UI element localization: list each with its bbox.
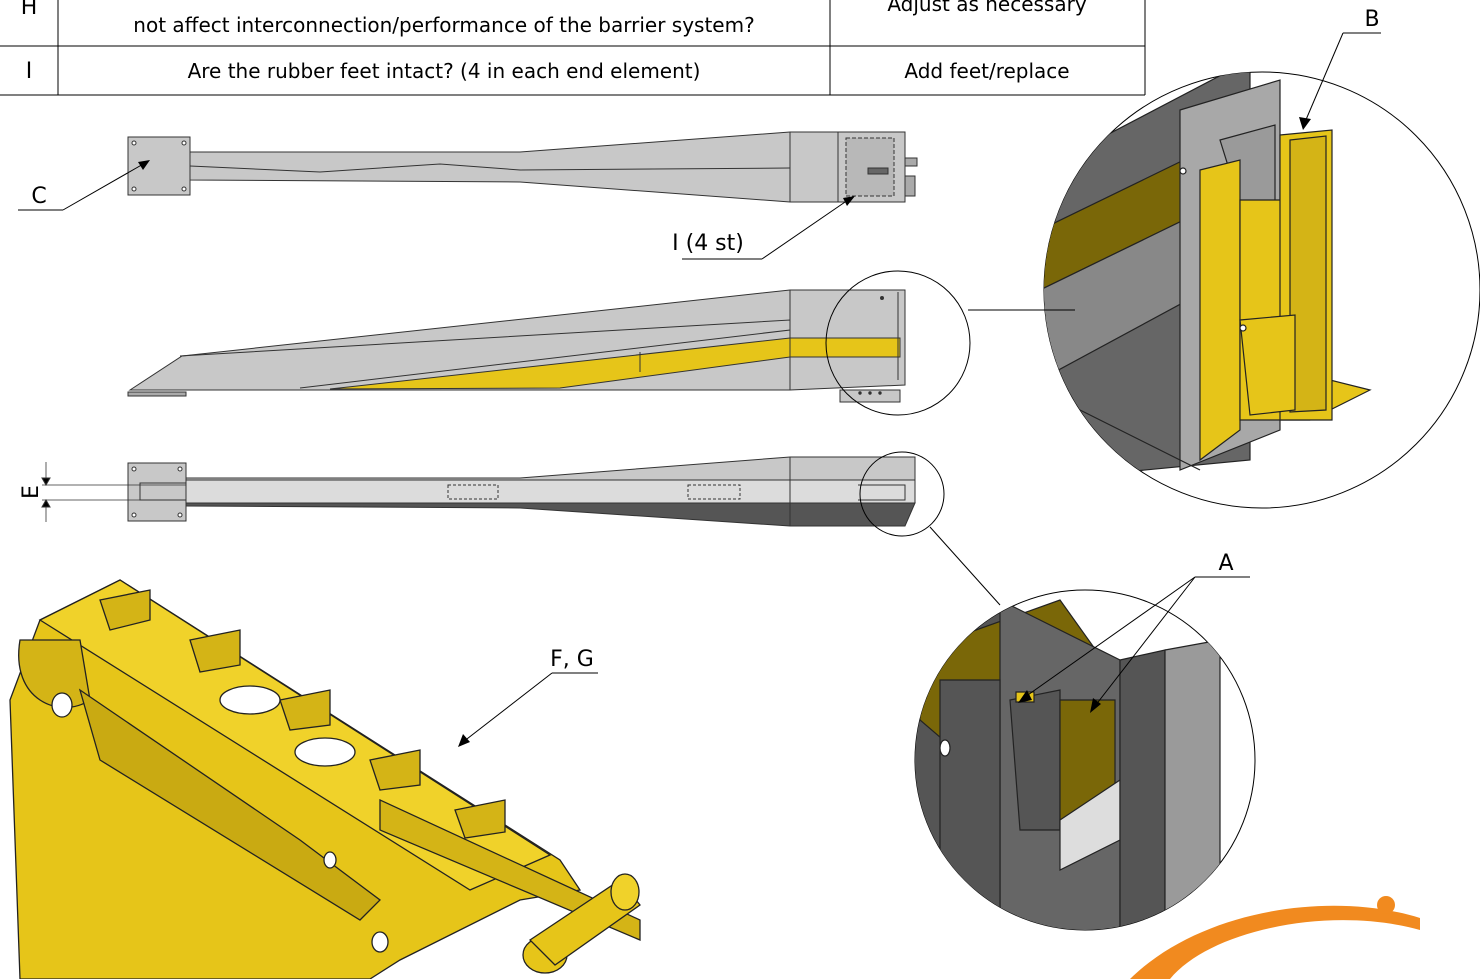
detail-b-reference: [825, 270, 1075, 416]
row-action-h: Adjust as necessary: [887, 0, 1087, 16]
callout-a: A: [1218, 551, 1233, 576]
top-view-element: [127, 131, 918, 203]
row-id-i: I: [26, 59, 33, 84]
inspection-table: [0, 0, 1146, 96]
callout-b: B: [1364, 7, 1379, 32]
table-row: I Are the rubber feet intact? (4 in each…: [26, 59, 1070, 84]
callout-c: C: [31, 184, 46, 209]
detail-view-a: [914, 576, 1256, 931]
callout-i: I (4 st): [672, 231, 744, 256]
callout-i-leader: [682, 199, 849, 260]
row-id-h: H: [21, 0, 38, 20]
bottom-view-element: [41, 456, 916, 527]
isometric-connector-part: [9, 579, 641, 979]
callout-fg-leader: [462, 672, 598, 743]
row-question-i: Are the rubber feet intact? (4 in each e…: [188, 59, 701, 83]
callout-e: E: [19, 485, 44, 499]
detail-view-b: [1043, 32, 1480, 509]
callout-fg: F, G: [550, 647, 594, 672]
callout-c-leader: [18, 162, 146, 211]
detail-a-reference: [859, 451, 1001, 606]
table-row: H not affect interconnection/performance…: [21, 0, 1087, 37]
row-question-h: not affect interconnection/performance o…: [133, 13, 754, 37]
brand-logo-swoosh: [1130, 896, 1420, 979]
side-view-element: [127, 289, 906, 403]
row-action-i: Add feet/replace: [904, 59, 1069, 83]
